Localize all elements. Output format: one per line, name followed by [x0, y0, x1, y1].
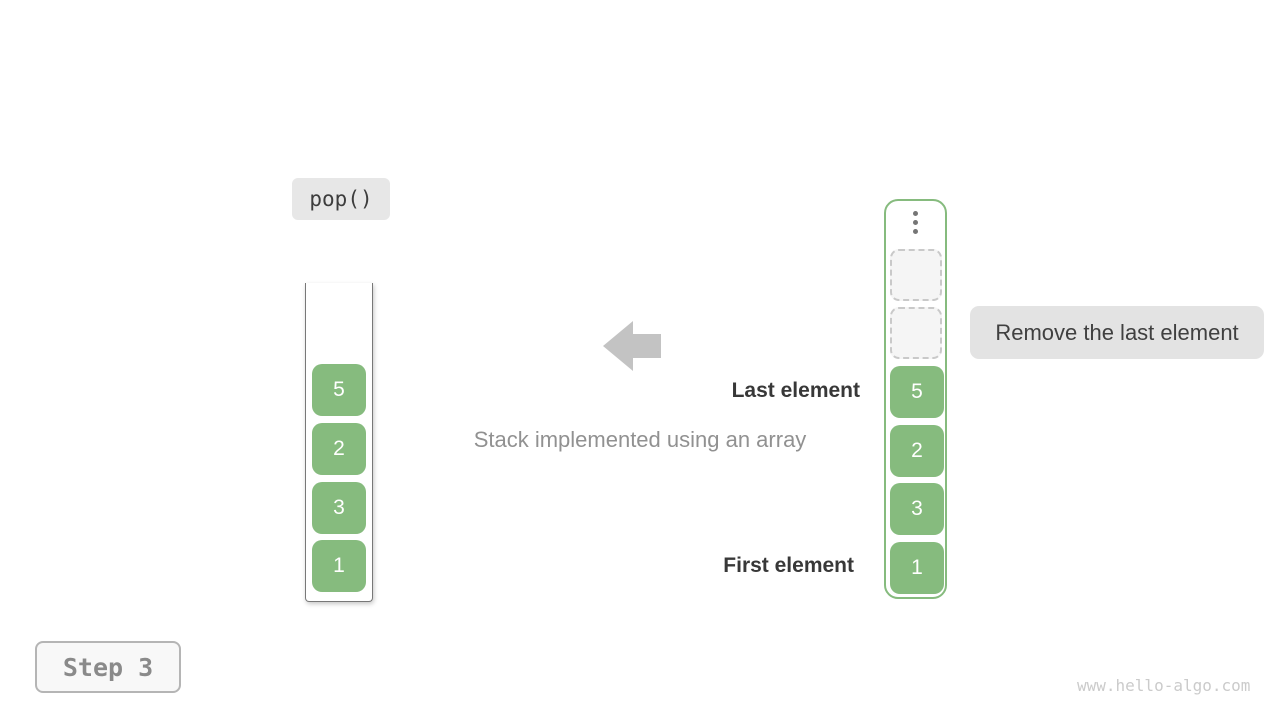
- ellipsis-icon: [886, 211, 945, 234]
- left-arrow-icon: [603, 321, 661, 371]
- empty-array-slot: [890, 307, 942, 359]
- array-cell: 5: [890, 366, 944, 418]
- array-cell: 3: [890, 483, 944, 535]
- stack-cell: 5: [312, 364, 366, 416]
- first-element-label: First element: [723, 554, 854, 577]
- array-cell: 1: [890, 542, 944, 594]
- watermark: www.hello-algo.com: [1077, 676, 1251, 695]
- stack-cell: 2: [312, 423, 366, 475]
- diagram-caption: Stack implemented using an array: [473, 427, 807, 452]
- stack-container: 5 2 3 1: [305, 283, 373, 602]
- array-cell: 2: [890, 425, 944, 477]
- empty-array-slot: [890, 249, 942, 301]
- stack-cell: 1: [312, 540, 366, 592]
- pop-operation-label: pop(): [292, 178, 390, 220]
- array-container: 5 2 3 1: [884, 199, 947, 599]
- stack-cell: 3: [312, 482, 366, 534]
- remove-annotation: Remove the last element: [970, 306, 1264, 359]
- last-element-label: Last element: [731, 379, 860, 402]
- step-indicator: Step 3: [35, 641, 181, 693]
